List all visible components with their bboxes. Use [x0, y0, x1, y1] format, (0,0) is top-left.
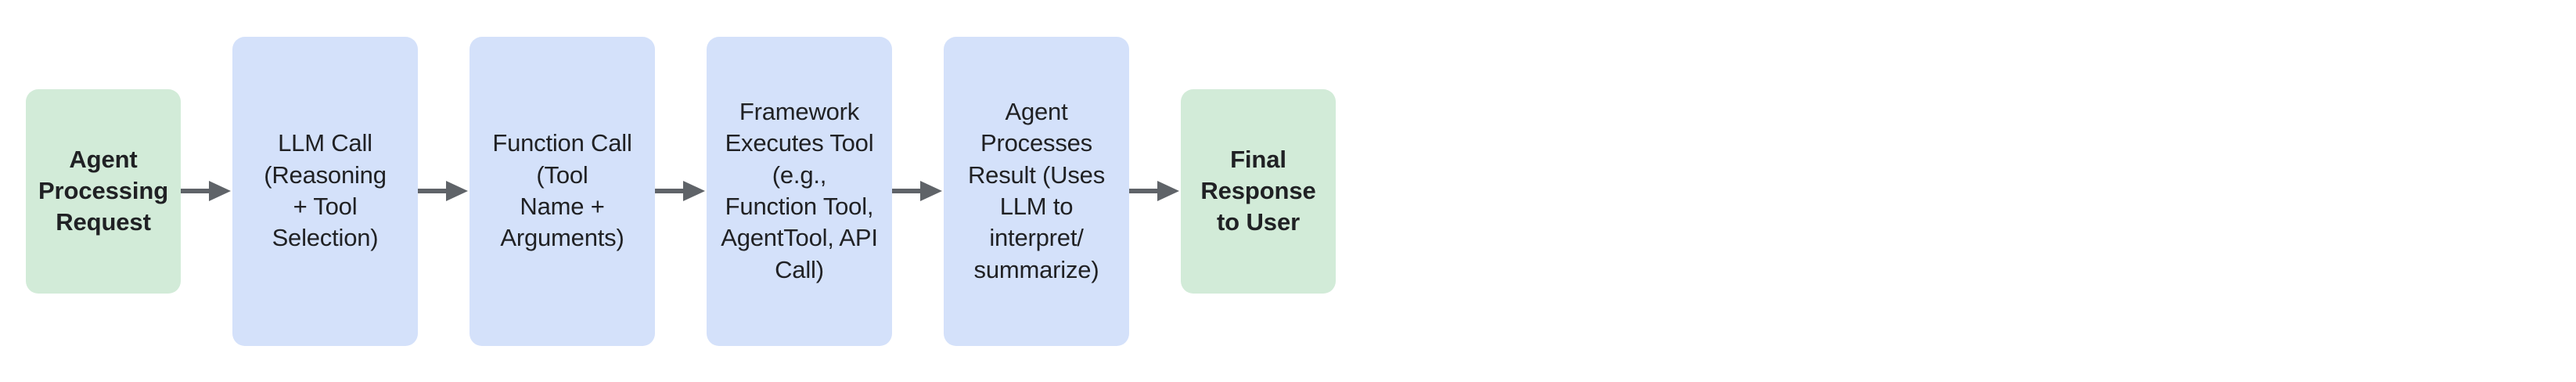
- flow-node-label: Function Call (Tool Name + Arguments): [492, 129, 632, 252]
- flow-node-final-response-to-user[interactable]: Final Response to User: [1181, 88, 1336, 294]
- arrow-right-icon: [181, 181, 231, 201]
- flow-node-agent-processing-request[interactable]: Agent Processing Request: [26, 88, 181, 294]
- flow-node-label: LLM Call (Reasoning + Tool Selection): [264, 129, 387, 252]
- arrow-right-icon: [892, 181, 942, 201]
- flow-node-llm-call[interactable]: LLM Call (Reasoning + Tool Selection): [232, 36, 418, 346]
- flow-node-framework-executes-tool[interactable]: Framework Executes Tool (e.g., Function …: [707, 36, 892, 346]
- flow-arrow-5: [1129, 178, 1181, 204]
- flow-node-agent-processes-result[interactable]: Agent Processes Result (Uses LLM to inte…: [944, 36, 1129, 346]
- flow-node-label: Agent Processes Result (Uses LLM to inte…: [967, 98, 1106, 283]
- flow-node-function-call[interactable]: Function Call (Tool Name + Arguments): [470, 36, 655, 346]
- flow-node-label: Framework Executes Tool (e.g., Function …: [721, 98, 878, 283]
- arrow-right-icon: [1129, 181, 1179, 201]
- flow-node-label: Final Response to User: [1200, 145, 1316, 236]
- arrow-right-icon: [418, 181, 468, 201]
- flow-arrow-2: [418, 178, 470, 204]
- flow-arrow-3: [655, 178, 707, 204]
- flow-node-label: Agent Processing Request: [38, 145, 169, 236]
- flow-arrow-1: [181, 178, 232, 204]
- flow-arrow-4: [892, 178, 944, 204]
- arrow-right-icon: [655, 181, 705, 201]
